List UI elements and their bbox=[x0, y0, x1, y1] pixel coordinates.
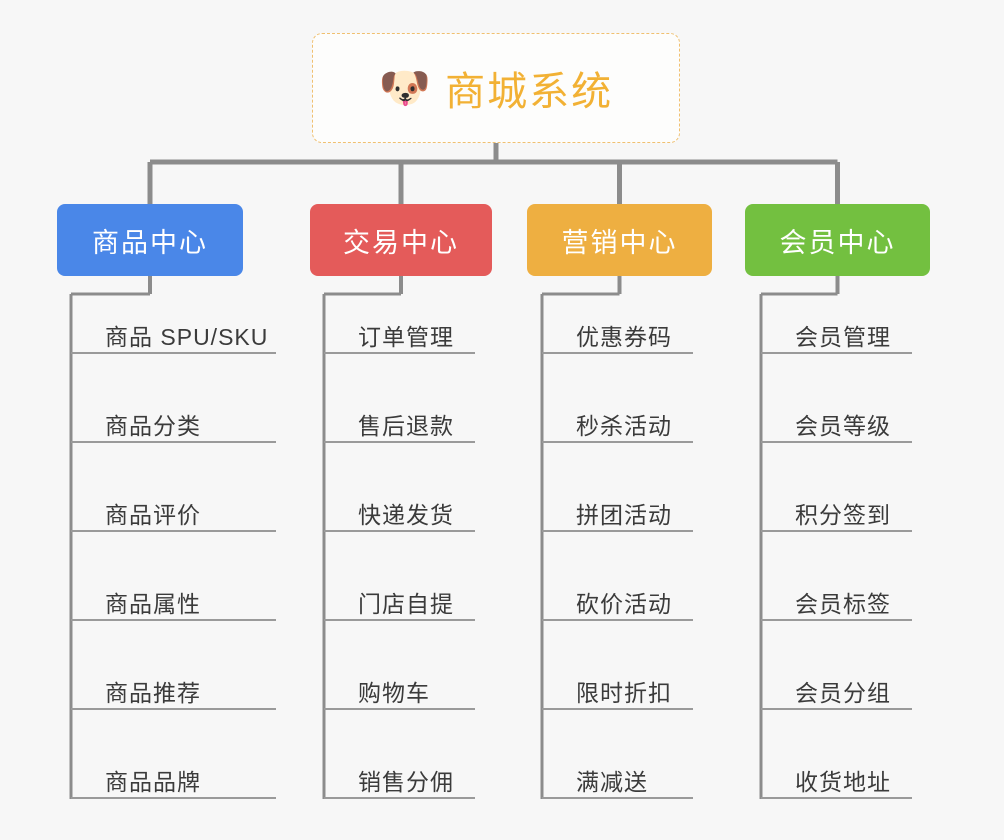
leaf-item-label: 优惠券码 bbox=[576, 323, 672, 350]
leaf-item[interactable]: 购物车 bbox=[324, 668, 475, 710]
leaf-item-label: 会员标签 bbox=[795, 590, 891, 617]
leaf-item[interactable]: 会员标签 bbox=[761, 579, 912, 621]
leaf-item[interactable]: 满减送 bbox=[542, 757, 693, 799]
leaf-item-label: 限时折扣 bbox=[576, 679, 672, 706]
category-label: 会员中心 bbox=[779, 227, 896, 258]
leaf-item-label: 秒杀活动 bbox=[576, 412, 672, 439]
leaf-item[interactable]: 优惠券码 bbox=[542, 312, 693, 354]
leaf-item-label: 会员管理 bbox=[795, 323, 891, 350]
leaf-item[interactable]: 订单管理 bbox=[324, 312, 475, 354]
leaf-item[interactable]: 会员分组 bbox=[761, 668, 912, 710]
category-box-4[interactable]: 会员中心 bbox=[745, 204, 930, 276]
leaf-item-label: 收货地址 bbox=[795, 768, 891, 795]
leaf-item-label: 商品 SPU/SKU bbox=[105, 323, 269, 350]
leaf-item[interactable]: 销售分佣 bbox=[324, 757, 475, 799]
leaf-item[interactable]: 商品推荐 bbox=[71, 668, 276, 710]
leaf-item[interactable]: 限时折扣 bbox=[542, 668, 693, 710]
leaf-item-label: 售后退款 bbox=[358, 412, 454, 439]
leaf-item[interactable]: 门店自提 bbox=[324, 579, 475, 621]
leaf-item-label: 销售分佣 bbox=[358, 768, 454, 795]
leaf-item-label: 商品属性 bbox=[105, 590, 201, 617]
leaf-item[interactable]: 秒杀活动 bbox=[542, 401, 693, 443]
category-label: 商品中心 bbox=[92, 227, 208, 258]
leaf-item[interactable]: 售后退款 bbox=[324, 401, 475, 443]
leaf-item[interactable]: 商品分类 bbox=[71, 401, 276, 443]
category-label: 交易中心 bbox=[343, 227, 459, 258]
category-box-3[interactable]: 营销中心 bbox=[527, 204, 712, 276]
leaf-item[interactable]: 收货地址 bbox=[761, 757, 912, 799]
leaf-item-label: 会员等级 bbox=[795, 412, 891, 439]
leaf-item-label: 积分签到 bbox=[795, 501, 891, 528]
root-title: 商城系统 bbox=[445, 70, 614, 114]
leaf-item-label: 商品推荐 bbox=[105, 679, 201, 706]
category-box-1[interactable]: 商品中心 bbox=[57, 204, 243, 276]
category-box-2[interactable]: 交易中心 bbox=[310, 204, 492, 276]
leaf-item-label: 会员分组 bbox=[795, 679, 891, 706]
leaf-item[interactable]: 商品品牌 bbox=[71, 757, 276, 799]
leaf-item[interactable]: 商品属性 bbox=[71, 579, 276, 621]
leaf-item-label: 订单管理 bbox=[358, 323, 454, 350]
leaf-item[interactable]: 会员等级 bbox=[761, 401, 912, 443]
leaf-item[interactable]: 积分签到 bbox=[761, 490, 912, 532]
leaf-item[interactable]: 商品 SPU/SKU bbox=[71, 312, 276, 354]
leaf-item[interactable]: 拼团活动 bbox=[542, 490, 693, 532]
leaf-item[interactable]: 快递发货 bbox=[324, 490, 475, 532]
root-node[interactable]: 🐶 商城系统 bbox=[312, 33, 680, 143]
leaf-item-label: 购物车 bbox=[358, 679, 430, 706]
leaf-item-label: 商品评价 bbox=[105, 501, 201, 528]
leaf-item-label: 满减送 bbox=[576, 768, 648, 795]
leaf-item[interactable]: 砍价活动 bbox=[542, 579, 693, 621]
leaf-item-label: 商品分类 bbox=[105, 412, 201, 439]
leaf-item-label: 快递发货 bbox=[358, 501, 454, 528]
shiba-dog-face-icon: 🐶 bbox=[378, 64, 432, 111]
leaf-item-label: 砍价活动 bbox=[576, 590, 672, 617]
category-label: 营销中心 bbox=[561, 227, 678, 258]
leaf-item-label: 商品品牌 bbox=[105, 768, 201, 795]
leaf-item[interactable]: 商品评价 bbox=[71, 490, 276, 532]
leaf-item-label: 拼团活动 bbox=[576, 501, 672, 528]
leaf-item-label: 门店自提 bbox=[358, 590, 454, 617]
leaf-item[interactable]: 会员管理 bbox=[761, 312, 912, 354]
